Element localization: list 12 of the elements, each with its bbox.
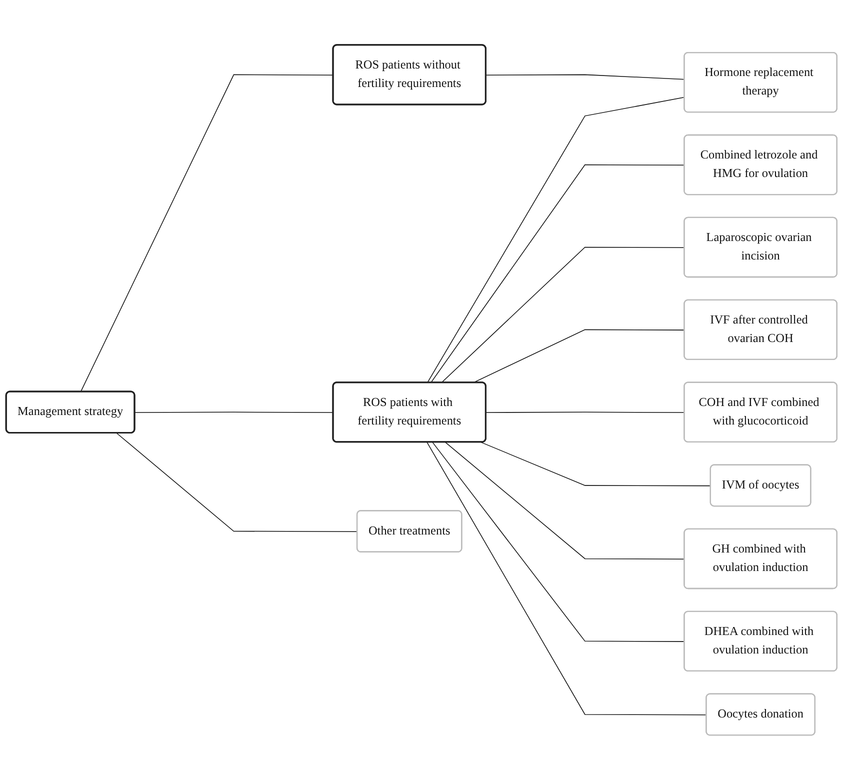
connector [486,412,685,413]
connector [486,74,685,80]
connector [80,74,334,392]
connector [432,442,685,642]
connector [445,442,685,560]
connector [134,412,334,413]
connector [441,246,685,384]
connector [480,442,712,486]
connector [427,96,685,384]
connector [430,164,685,384]
connector [116,432,358,532]
connector [426,442,707,716]
